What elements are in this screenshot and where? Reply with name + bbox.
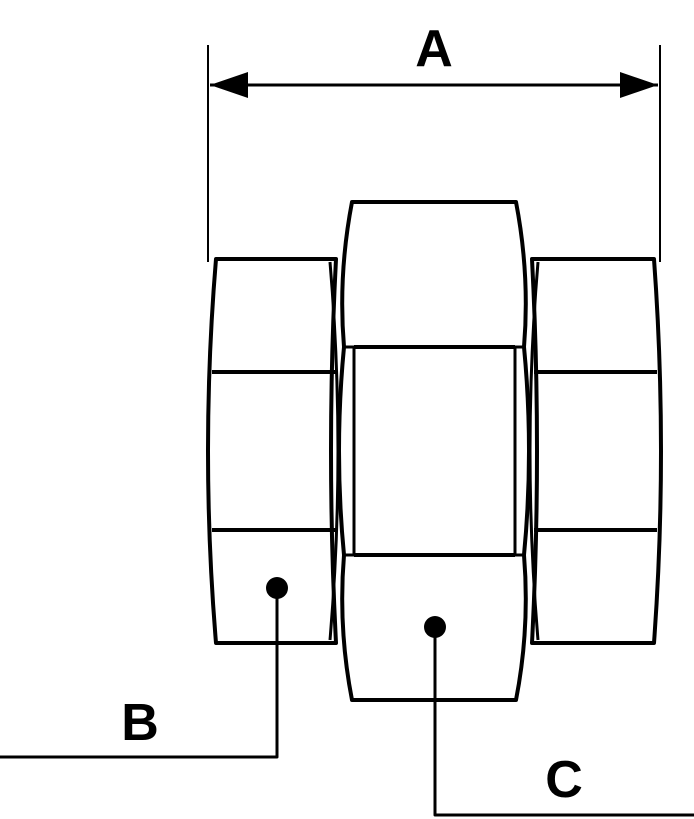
left-hex-nut <box>206 257 340 645</box>
label-b: B <box>121 694 159 752</box>
callout-b-leader <box>0 577 288 759</box>
center-hex-nut <box>337 200 531 702</box>
label-a: A <box>415 20 453 78</box>
label-c: C <box>545 751 583 809</box>
right-hex-nut <box>528 257 663 645</box>
callout-c-leader <box>424 616 694 817</box>
dimension-a <box>207 45 661 262</box>
